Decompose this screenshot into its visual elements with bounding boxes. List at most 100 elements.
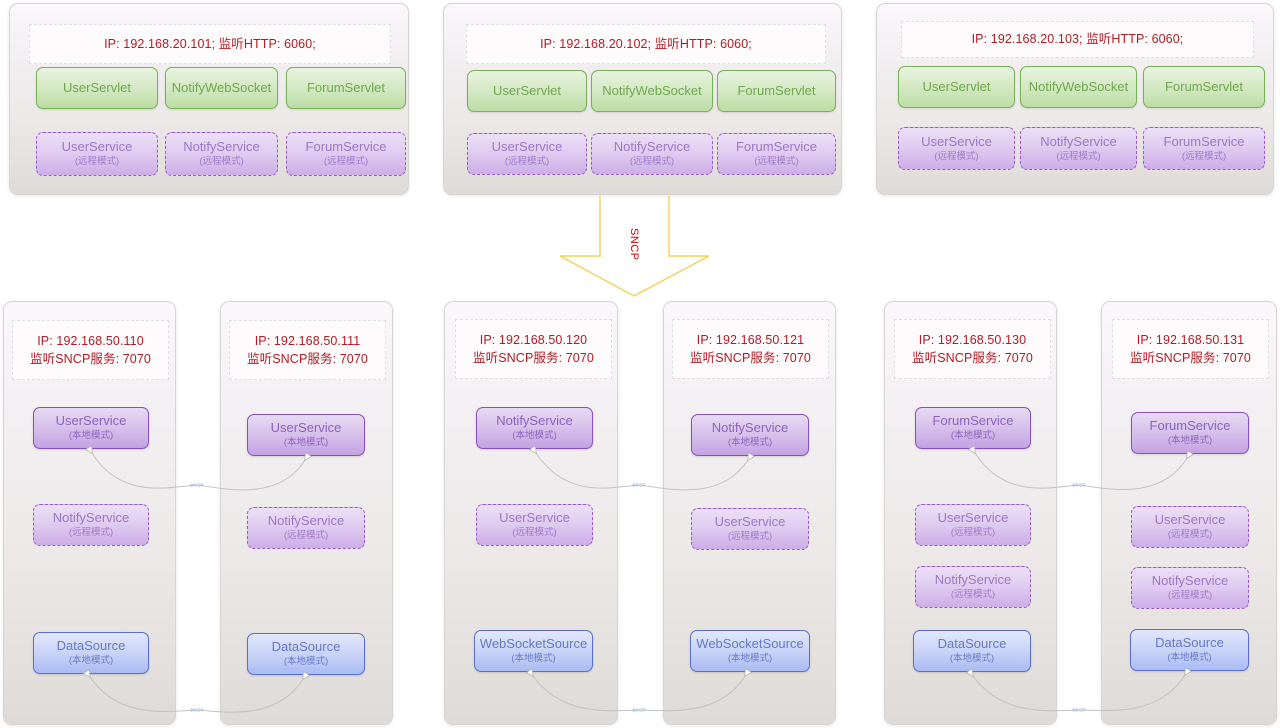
- node-mode: (远程模式): [74, 156, 120, 167]
- servlet-node[interactable]: NotifyWebSocket: [591, 70, 713, 112]
- node-mode: (远程模式): [727, 531, 773, 542]
- service-node[interactable]: UserService (远程模式): [36, 132, 158, 176]
- node-title: UserService: [937, 510, 1009, 526]
- servlet-node[interactable]: ForumServlet: [1143, 66, 1265, 108]
- servlet-node[interactable]: NotifyWebSocket: [1020, 66, 1137, 108]
- node-title: NotifyService: [934, 572, 1012, 588]
- service-node[interactable]: ForumService (本地模式): [1131, 412, 1249, 454]
- host-ip-line1: IP: 192.168.50.120: [479, 332, 588, 347]
- bottom-host-panel-1: IP: 192.168.50.110 监听SNCP服务: 7070 UserSe…: [3, 301, 176, 725]
- node-mode: (本地模式): [949, 653, 995, 664]
- node-title: ForumService: [1163, 133, 1245, 149]
- servlet-node[interactable]: ForumServlet: [717, 70, 836, 112]
- node-mode: (本地模式): [512, 430, 557, 441]
- node-mode: (本地模式): [511, 653, 556, 664]
- service-node[interactable]: ForumService (本地模式): [915, 407, 1031, 449]
- node-title: ForumService: [932, 413, 1014, 429]
- servlet-node[interactable]: UserServlet: [36, 67, 158, 109]
- node-mode: (远程模式): [1056, 150, 1101, 162]
- node-mode: (本地模式): [727, 653, 773, 664]
- datasource-node[interactable]: DataSource (本地模式): [913, 630, 1031, 672]
- service-node[interactable]: NotifyService (本地模式): [476, 407, 593, 449]
- service-node[interactable]: NotifyService (远程模式): [915, 566, 1031, 608]
- node-title: DataSource: [56, 638, 126, 654]
- service-node[interactable]: UserService (本地模式): [247, 414, 365, 456]
- node-title: UserServlet: [922, 78, 991, 94]
- host-ip-line2: 监听SNCP服务: 7070: [1130, 351, 1251, 365]
- top-host-panel-1: IP: 192.168.20.101; 监听HTTP: 6060; UserSe…: [9, 3, 409, 195]
- node-mode: (本地模式): [727, 437, 773, 448]
- service-node[interactable]: UserService (远程模式): [467, 133, 587, 175]
- node-mode: (远程模式): [1167, 590, 1213, 601]
- datasource-node[interactable]: DataSource (本地模式): [1130, 629, 1249, 671]
- service-node[interactable]: UserService (远程模式): [915, 504, 1031, 546]
- host-ip-header: IP: 192.168.20.101; 监听HTTP: 6060;: [29, 24, 391, 64]
- datasource-node[interactable]: WebSocketSource (本地模式): [690, 630, 810, 672]
- datasource-node[interactable]: DataSource (本地模式): [33, 632, 149, 674]
- node-title: NotifyService: [52, 510, 130, 526]
- service-node[interactable]: UserService (本地模式): [33, 407, 149, 449]
- host-ip-header: IP: 192.168.50.131 监听SNCP服务: 7070: [1112, 319, 1269, 379]
- node-title: NotifyService: [1151, 573, 1229, 589]
- host-ip-line1: IP: 192.168.50.130: [918, 332, 1027, 347]
- sncp-arrow-label: SNCP: [628, 228, 640, 261]
- servlet-node[interactable]: NotifyWebSocket: [165, 67, 278, 109]
- service-node[interactable]: NotifyService (远程模式): [165, 132, 278, 176]
- service-node[interactable]: UserService (远程模式): [898, 127, 1015, 170]
- node-title: ForumServlet: [306, 79, 386, 95]
- bottom-host-panel-3: IP: 192.168.50.120 监听SNCP服务: 7070 Notify…: [444, 301, 618, 725]
- node-title: UserService: [921, 133, 992, 149]
- service-node[interactable]: NotifyService (远程模式): [1131, 567, 1249, 609]
- node-title: UserService: [499, 510, 570, 526]
- service-node[interactable]: UserService (远程模式): [476, 504, 593, 546]
- node-mode: (远程模式): [504, 156, 550, 167]
- host-ip-line2: 监听SNCP服务: 7070: [247, 352, 368, 366]
- node-mode: (远程模式): [1167, 529, 1213, 540]
- node-mode: (本地模式): [68, 430, 114, 441]
- host-ip-header: IP: 192.168.20.103; 监听HTTP: 6060;: [901, 21, 1254, 58]
- service-node[interactable]: NotifyService (远程模式): [591, 133, 713, 175]
- top-host-panel-2: IP: 192.168.20.102; 监听HTTP: 6060; UserSe…: [443, 3, 842, 195]
- host-ip-text: IP: 192.168.20.102; 监听HTTP: 6060;: [540, 36, 752, 51]
- service-node[interactable]: UserService (远程模式): [1131, 506, 1249, 548]
- node-mode: (远程模式): [934, 150, 979, 162]
- node-title: UserService: [55, 413, 127, 429]
- service-node[interactable]: ForumService (远程模式): [1143, 127, 1265, 170]
- node-title: UserService: [61, 139, 133, 155]
- peer-link-label: SNCP: [190, 707, 204, 713]
- node-mode: (本地模式): [1167, 652, 1212, 663]
- node-title: UserServlet: [493, 82, 561, 98]
- node-mode: (本地模式): [283, 437, 329, 448]
- node-title: DataSource: [937, 636, 1007, 652]
- node-title: UserServlet: [63, 79, 131, 95]
- node-mode: (远程模式): [950, 589, 996, 600]
- service-node[interactable]: ForumService (远程模式): [286, 132, 406, 176]
- service-node[interactable]: ForumService (远程模式): [717, 133, 836, 175]
- datasource-node[interactable]: WebSocketSource (本地模式): [474, 630, 593, 672]
- node-title: NotifyService: [1040, 133, 1117, 149]
- node-title: NotifyService: [496, 413, 573, 429]
- host-ip-header: IP: 192.168.20.102; 监听HTTP: 6060;: [466, 24, 826, 64]
- node-title: WebSocketSource: [696, 636, 804, 652]
- peer-link-label: SNCP: [1072, 707, 1086, 713]
- node-title: DataSource: [1155, 635, 1224, 651]
- node-title: NotifyWebSocket: [171, 79, 272, 95]
- service-node[interactable]: UserService (远程模式): [691, 508, 809, 550]
- node-mode: (远程模式): [283, 530, 329, 541]
- service-node[interactable]: NotifyService (远程模式): [247, 507, 365, 549]
- peer-link-label: SNCP: [1072, 482, 1086, 488]
- host-ip-header: IP: 192.168.50.110 监听SNCP服务: 7070: [12, 320, 169, 380]
- node-mode: (远程模式): [950, 527, 996, 538]
- servlet-node[interactable]: UserServlet: [898, 66, 1015, 108]
- node-title: UserService: [714, 514, 786, 530]
- datasource-node[interactable]: DataSource (本地模式): [247, 633, 365, 675]
- service-node[interactable]: NotifyService (远程模式): [33, 504, 149, 546]
- service-node[interactable]: NotifyService (本地模式): [691, 414, 809, 456]
- node-title: NotifyWebSocket: [1028, 78, 1129, 94]
- top-host-panel-3: IP: 192.168.20.103; 监听HTTP: 6060; UserSe…: [876, 3, 1274, 195]
- servlet-node[interactable]: ForumServlet: [286, 67, 406, 109]
- servlet-node[interactable]: UserServlet: [467, 70, 587, 112]
- node-mode: (本地模式): [283, 656, 329, 667]
- service-node[interactable]: NotifyService (远程模式): [1020, 127, 1137, 170]
- host-ip-line1: IP: 192.168.50.131: [1136, 332, 1245, 347]
